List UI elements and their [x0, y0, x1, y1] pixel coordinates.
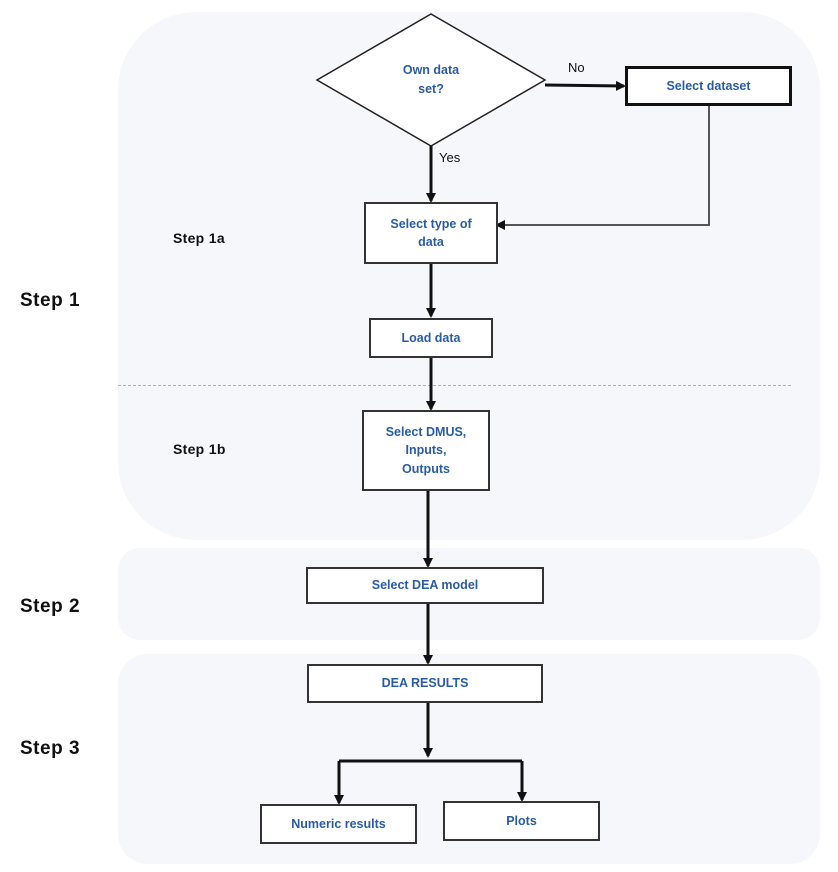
- select-dmus-line1: Select DMUS,: [385, 425, 467, 440]
- dea-results-label: DEA RESULTS: [381, 676, 469, 691]
- select-dmus-line3: Outputs: [402, 461, 450, 476]
- step1b-label: Step 1b: [173, 441, 226, 457]
- select-dmus-box: Select DMUS, Inputs, Outputs: [362, 410, 490, 491]
- select-type-of-data-line1: Select type of: [390, 216, 472, 231]
- step1a-label: Step 1a: [173, 230, 225, 246]
- numeric-results-label: Numeric results: [291, 816, 386, 831]
- step3-label: Step 3: [20, 738, 81, 759]
- select-dataset-label: Select dataset: [666, 78, 751, 93]
- step1a-1b-divider: [118, 385, 791, 386]
- edge-label-yes: Yes: [439, 150, 461, 165]
- numeric-results-box: Numeric results: [260, 804, 417, 844]
- load-data-label: Load data: [401, 330, 461, 345]
- own-data-question: Own data set?: [371, 61, 491, 99]
- step2-label: Step 2: [20, 596, 81, 617]
- step1-label: Step 1: [20, 290, 81, 311]
- select-type-of-data-box: Select type of data: [364, 202, 498, 264]
- select-type-of-data-line2: data: [418, 235, 444, 249]
- plots-box: Plots: [443, 801, 600, 841]
- connector-dataset-down: [500, 104, 710, 226]
- select-dmus-line2: Inputs,: [405, 443, 447, 458]
- own-data-question-line1: Own data: [402, 63, 460, 77]
- load-data-box: Load data: [369, 318, 493, 358]
- own-data-question-line2: set?: [418, 81, 444, 96]
- plots-label: Plots: [506, 813, 537, 828]
- select-dea-model-label: Select DEA model: [371, 578, 479, 593]
- select-dataset-box: Select dataset: [625, 66, 792, 106]
- arrow-no: [544, 80, 626, 91]
- dea-results-box: DEA RESULTS: [307, 664, 543, 703]
- select-dea-model-box: Select DEA model: [306, 567, 544, 604]
- edge-label-no: No: [568, 60, 585, 75]
